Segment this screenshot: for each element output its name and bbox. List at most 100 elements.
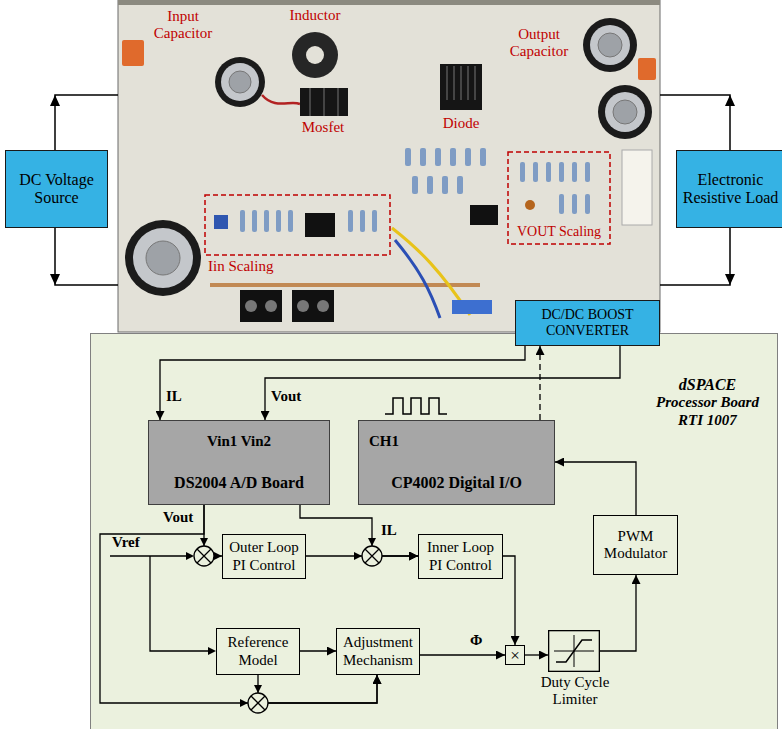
part-label: Inductor	[280, 7, 350, 24]
summing-junction	[362, 546, 382, 566]
resistor-symbol	[372, 210, 377, 232]
resistor-symbol	[264, 210, 269, 232]
wire	[660, 95, 730, 150]
resistor-symbol	[240, 210, 245, 232]
signal-connector	[503, 556, 515, 645]
arrowhead	[200, 538, 208, 546]
potentiometer-symbol	[214, 215, 228, 229]
terminal-block	[638, 58, 656, 80]
load-box: Electronic Resistive Load	[676, 150, 782, 228]
part-label: Output Capacitor	[503, 26, 575, 61]
pwm-block: PWM Modulator	[593, 515, 678, 575]
board-edge	[118, 0, 660, 5]
edge-label-holder: IL	[166, 388, 182, 405]
resistor-symbol	[442, 176, 448, 194]
junction-cross	[251, 696, 265, 710]
node-text: Vin1 Vin2	[207, 433, 271, 450]
capacitor-body	[583, 18, 637, 72]
limiter-axes	[554, 635, 594, 667]
arrowhead	[50, 274, 60, 285]
terminal-screw	[265, 300, 277, 312]
inductor-symbol	[292, 32, 338, 78]
capacitor-symbol	[583, 18, 637, 72]
dspace-panel: Vin1 Vin2DS2004 A/D Board CH1CP4002 Digit…	[90, 333, 778, 729]
resistor-symbol	[252, 210, 257, 232]
signal-connector	[525, 654, 548, 655]
arrowhead	[354, 552, 362, 560]
resistor-group	[405, 148, 486, 194]
ic-chip	[305, 213, 335, 237]
capacitor-symbol	[598, 85, 652, 139]
signal-label: IL	[166, 388, 182, 405]
node-text: CH1	[369, 433, 399, 450]
node-text: CP4002 Digital I/O	[391, 474, 522, 492]
signal-connector	[300, 650, 336, 651]
wire	[55, 228, 118, 285]
resistor-symbol	[457, 176, 463, 194]
dashed-region	[205, 195, 390, 255]
resistor-symbol	[480, 148, 486, 166]
control-signal-line	[539, 346, 540, 420]
capacitor-vent	[613, 100, 637, 124]
signal-label: Vout	[163, 509, 193, 526]
node-text: Adjustment Mechanism	[337, 634, 419, 669]
ad-board-box: Vin1 Vin2DS2004 A/D Board	[148, 420, 330, 505]
resistor-symbol	[572, 194, 577, 214]
wire	[660, 228, 730, 285]
arrowhead	[725, 274, 735, 285]
node-text: Inner Loop PI Control	[419, 539, 502, 574]
terminal-screw	[245, 300, 257, 312]
signal-connector	[420, 654, 505, 655]
capacitor-top	[133, 228, 193, 288]
junction-arrows	[186, 538, 376, 707]
signal-connector	[300, 505, 418, 556]
summing-junction	[248, 693, 268, 713]
limiter-block: Duty Cycle Limiter	[530, 630, 620, 712]
junction-cross	[365, 549, 379, 563]
capacitor-symbol	[215, 57, 265, 107]
arrowhead	[725, 95, 735, 106]
digital-io-box: CH1CP4002 Digital I/O	[358, 420, 555, 505]
label-holder: Input Capacitor	[150, 8, 216, 43]
part-label: Input Capacitor	[150, 8, 216, 43]
signal-label: Φ	[470, 632, 482, 649]
node-text: Duty Cycle Limiter	[530, 674, 620, 709]
signal-connector	[555, 462, 636, 515]
reference-model-block: Reference Model	[216, 628, 300, 675]
junction-cross	[197, 549, 211, 563]
resistor-symbol	[520, 162, 525, 182]
part-label: Mosfet	[290, 119, 356, 136]
diode-symbol	[440, 64, 482, 110]
pwm-pulse-symbol	[385, 398, 447, 414]
node-text: PWM Modulator	[594, 528, 677, 563]
ic-chip	[470, 205, 498, 225]
node-text: ×	[510, 647, 520, 664]
power-resistor	[622, 150, 652, 225]
resistor-symbol	[276, 210, 281, 232]
wire	[395, 240, 440, 318]
signal-connector	[600, 575, 636, 651]
arrowhead	[208, 647, 216, 655]
resistor-symbol	[585, 162, 590, 182]
arrowhead	[368, 538, 376, 546]
resistor-symbol	[360, 210, 365, 232]
label-holder: Inductor	[280, 7, 350, 24]
junction-circle	[248, 693, 268, 713]
label-holder: Iin Scaling	[208, 258, 318, 275]
mosfet-symbol	[300, 88, 348, 116]
label-holder: VOUT Scaling	[510, 224, 608, 240]
panel-ground	[91, 334, 778, 729]
arrowhead	[50, 95, 60, 106]
mosfet-ridge	[310, 88, 338, 116]
multiplier-box: ×	[505, 645, 525, 665]
label-holder: Diode	[428, 115, 494, 132]
resistor-group	[520, 162, 590, 214]
capacitor-body	[598, 85, 652, 139]
capacitor-top	[221, 63, 259, 101]
resistor-symbol	[465, 148, 471, 166]
resistor-symbol	[450, 148, 456, 166]
inductor-hole	[306, 46, 324, 64]
node-text: Electronic Resistive Load	[677, 171, 782, 208]
